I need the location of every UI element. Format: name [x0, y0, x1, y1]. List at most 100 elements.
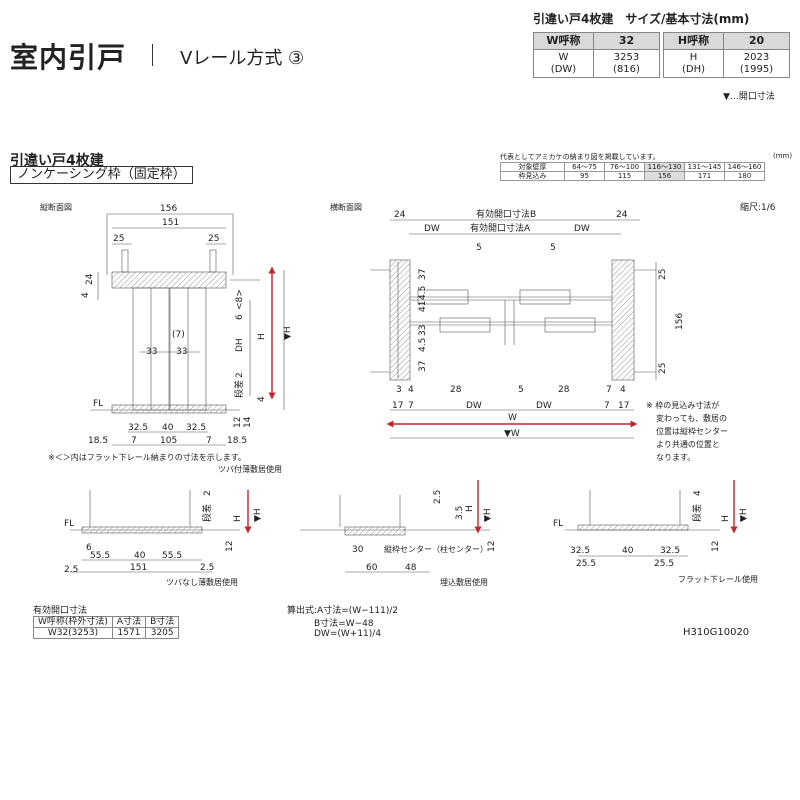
- detail1-dim-2-5-right: 2.5: [200, 563, 214, 573]
- h-note-1: ※ 枠の見込み寸法が: [646, 400, 719, 410]
- h-size-table: H呼称 20 H(DH) 2023(1995): [663, 32, 790, 78]
- dim-8-bracket: <8>: [235, 289, 245, 310]
- detail1-h: H: [233, 515, 243, 522]
- h-dw-bottom-right: DW: [536, 401, 552, 411]
- h-dim-w: W: [508, 413, 517, 423]
- h-dim-25-bottom: 25: [658, 363, 668, 374]
- detail1-fl: FL: [64, 519, 74, 529]
- w-dim-label-a: W: [558, 51, 569, 63]
- eff-b-label: 有効開口寸法B: [476, 208, 536, 220]
- vertical-section-label: 縦断面図: [40, 202, 72, 212]
- detail1-dim-151: 151: [130, 563, 147, 573]
- unit-note: (mm): [773, 152, 793, 160]
- h-dim-24-right: 24: [616, 210, 628, 220]
- w-dim-value-a: 3253: [613, 51, 640, 63]
- h-dim-7: 7: [606, 385, 612, 395]
- h-label: H呼称: [663, 32, 724, 50]
- h-dim-28-right: 28: [558, 385, 570, 395]
- detail1-dim-2: 2: [203, 490, 213, 496]
- detail1-caption: ツバなし薄敷居使用: [166, 577, 238, 587]
- detail2-center-label: 縦枠センター（柱センター）: [384, 544, 488, 554]
- horizontal-section-label: 横断面図: [330, 202, 362, 212]
- dim-40: 40: [162, 423, 174, 433]
- table-row: 対象壁厚 64～75 76～100 116～130 131～145 146～16…: [500, 162, 765, 172]
- h-dim-label-a: H: [689, 51, 698, 63]
- h-note-2: 変わっても、敷居の: [656, 413, 727, 423]
- dim-32-5-left: 32.5: [128, 423, 148, 433]
- table-header: B寸法: [145, 616, 180, 628]
- table-header: A寸法: [111, 616, 147, 628]
- w-dim-label-b: (DW): [550, 63, 577, 75]
- detail1-dim-55-5-right: 55.5: [162, 551, 182, 561]
- dim-156: 156: [160, 204, 177, 214]
- detail2-dim-30: 30: [352, 545, 364, 555]
- detail3-step: 段差: [691, 504, 703, 522]
- h-note-5: なります。: [656, 453, 695, 462]
- table-row: W呼称(枠外寸法) A寸法 B寸法: [33, 616, 180, 628]
- opening-title: 有効開口寸法: [33, 606, 88, 616]
- detail3-h: H: [721, 515, 731, 522]
- h-dim-4b: 4: [620, 385, 626, 395]
- fl-label: FL: [93, 399, 103, 409]
- h-dim-3: 3: [396, 385, 402, 395]
- h-dim-4: 4: [408, 385, 414, 395]
- detail1-dim-40: 40: [134, 551, 146, 561]
- detail-tsuba-sill: ツバ付薄敷居使用 FL 6 55.5 40 55.5 2.5 151 2.5 段…: [64, 464, 282, 587]
- detail2-dim-60: 60: [366, 563, 378, 573]
- step-label: 段差: [233, 380, 245, 398]
- size-caption: 引違い戸4枚建 サイズ/基本寸法(mm): [533, 12, 750, 26]
- product-code: H310G10020: [683, 627, 750, 638]
- horizontal-section: 横断面図 縮尺:1/6 24 有効開口寸法B 24 DW 有効開口寸法A DW …: [330, 201, 776, 462]
- detail3-dim-4: 4: [693, 490, 703, 496]
- detail2-caption: 埋込敷居使用: [440, 577, 488, 587]
- h-dim-4-5-bottom: 4.5: [418, 338, 428, 352]
- detail2-dim-3-5: 3.5: [455, 506, 465, 520]
- dim-105: 105: [160, 436, 177, 446]
- detail2-dim-48: 48: [405, 563, 417, 573]
- h-dim-w-open: ▼W: [504, 429, 520, 439]
- h-dim-7-right: 7: [604, 401, 610, 411]
- detail1-dim-55-5-left: 55.5: [90, 551, 110, 561]
- h-dim-37-top: 37: [418, 269, 428, 280]
- detail-flat-rail: FL 段差 4 H ▼H 12 32.5 40 32.5 25.5 25.5 フ…: [553, 480, 758, 584]
- h-dim-label-b: (DH): [681, 63, 706, 75]
- dim-12: 12: [233, 417, 243, 428]
- detail3-dim-32-5-left: 32.5: [570, 546, 590, 556]
- dim-18-5-right: 18.5: [227, 436, 247, 446]
- dim-32-5-right: 32.5: [186, 423, 206, 433]
- formula-line-2: B寸法=W−48: [314, 619, 374, 629]
- h-dw-bottom-left: DW: [466, 401, 482, 411]
- detail1-dim-12: 12: [225, 541, 235, 552]
- h-dim-17-right: 17: [618, 401, 629, 411]
- vertical-section: 縦断面図 156 151 25 25 33 33 (7) 4 24 6 <8> …: [40, 202, 293, 462]
- detail3-dim-25-5-left: 25.5: [576, 559, 596, 569]
- page-subtitle: Vレール方式 ③: [180, 48, 305, 69]
- w-label: W呼称: [533, 32, 594, 50]
- table-header: W呼称(枠外寸法): [33, 616, 113, 628]
- dim-25-right: 25: [208, 234, 219, 244]
- h-dim-33: 33: [418, 325, 428, 336]
- h-dim-4-5-top: 4.5: [418, 286, 428, 300]
- h-dim-156: 156: [675, 313, 685, 330]
- h-dim-5-left: 5: [476, 243, 482, 253]
- h-dim-28-left: 28: [450, 385, 462, 395]
- detail3-dim-32-5-right: 32.5: [660, 546, 680, 556]
- dim-14: 14: [243, 416, 253, 428]
- h-dw-right: DW: [574, 224, 590, 234]
- h-value: 20: [723, 32, 790, 50]
- dim-7-paren: (7): [172, 330, 185, 340]
- detail3-dim-12: 12: [711, 541, 721, 552]
- detail1-step: 段差: [201, 504, 213, 522]
- title-separator: [152, 44, 153, 66]
- h-dim-5-right: 5: [550, 243, 556, 253]
- table-cell: 3205: [145, 627, 180, 639]
- dim-151: 151: [162, 218, 179, 228]
- dim-7-right: 7: [206, 436, 212, 446]
- detail2-dim-2-5: 2.5: [433, 490, 443, 504]
- wall-thickness-table: 対象壁厚 64～75 76～100 116～130 131～145 146～16…: [500, 162, 765, 181]
- h-dim-7-left: 7: [408, 401, 414, 411]
- detail2-h: H: [465, 505, 475, 512]
- detail-embedded-sill: 2.5 3.5 H ▼H 12 30 縦枠センター（柱センター） 60 48 埋…: [300, 480, 497, 587]
- opening-table: W呼称(枠外寸法) A寸法 B寸法 W32(3253) 1571 3205: [33, 616, 180, 639]
- formula-line-1: 算出式:A寸法=(W−111)/2: [287, 606, 399, 616]
